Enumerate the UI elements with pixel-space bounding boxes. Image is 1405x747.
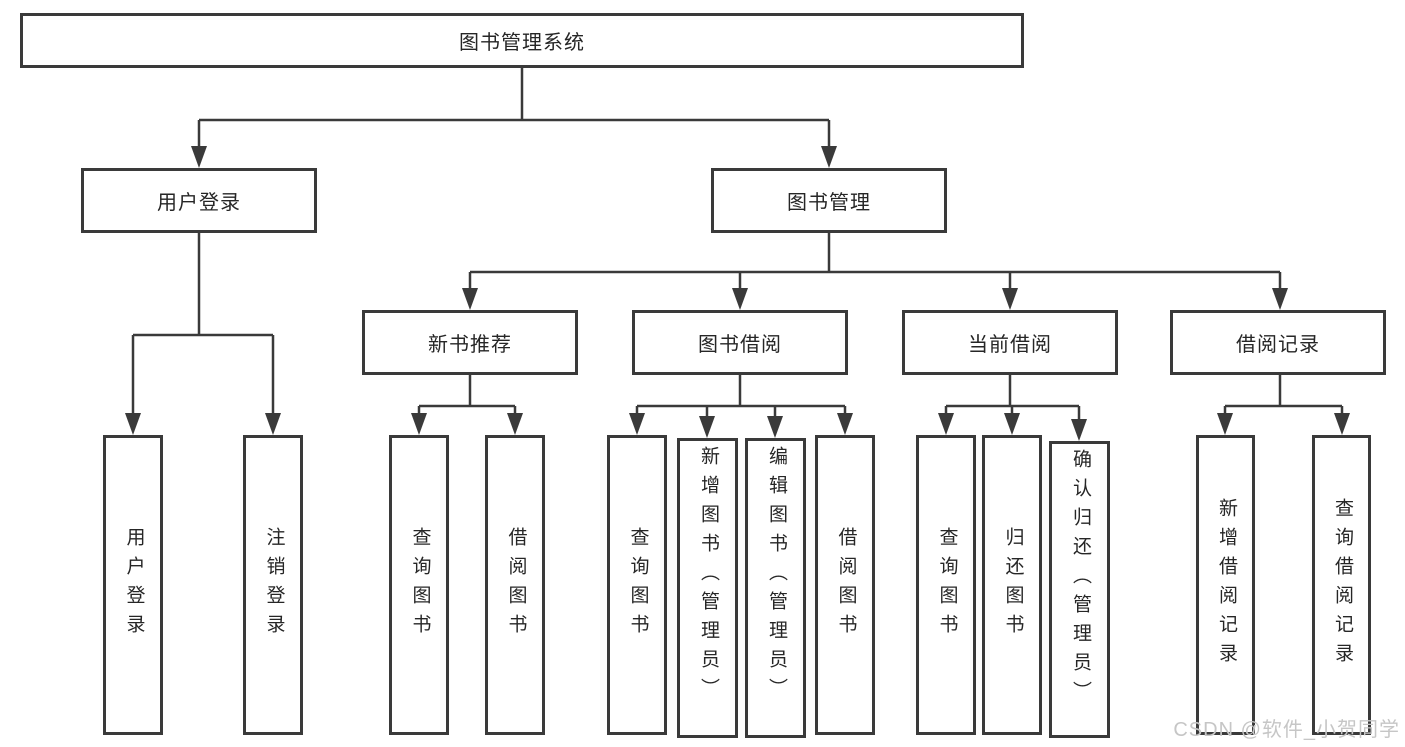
node-library-management-system: 图书管理系统 — [20, 13, 1024, 68]
leaf-borrow-books: 借阅图书 — [815, 435, 875, 735]
node-label: 借阅图书 — [835, 527, 857, 643]
leaf-return-books: 归还图书 — [982, 435, 1042, 735]
node-label: 查询借阅记录 — [1331, 498, 1353, 672]
node-user-login: 用户登录 — [81, 168, 317, 233]
leaf-query-books: 查询图书 — [389, 435, 449, 735]
leaf-add-books-admin: 新增图书（管理员） — [677, 438, 738, 738]
csdn-watermark: CSDN @软件_小贺同学 — [1173, 719, 1400, 741]
leaf-confirm-return-admin: 确认归还（管理员） — [1049, 441, 1110, 738]
leaf-query-borrow-record: 查询借阅记录 — [1312, 435, 1371, 735]
node-label: 新书推荐 — [428, 334, 512, 356]
node-new-book-recommendation: 新书推荐 — [362, 310, 578, 375]
node-label: 编辑图书（管理员） — [765, 446, 787, 707]
leaf-user-login: 用户登录 — [103, 435, 163, 735]
leaf-query-books: 查询图书 — [916, 435, 976, 735]
node-current-borrowing: 当前借阅 — [902, 310, 1118, 375]
node-label: 注销登录 — [263, 527, 285, 643]
leaf-query-books: 查询图书 — [607, 435, 667, 735]
leaf-logout: 注销登录 — [243, 435, 303, 735]
node-label: 借阅记录 — [1236, 334, 1320, 356]
node-label: 确认归还（管理员） — [1069, 449, 1091, 710]
leaf-add-borrow-record: 新增借阅记录 — [1196, 435, 1255, 735]
node-label: 查询图书 — [936, 527, 958, 643]
node-label: 用户登录 — [123, 527, 145, 643]
node-label: 图书借阅 — [698, 334, 782, 356]
node-label: 图书管理 — [787, 192, 871, 214]
node-book-management: 图书管理 — [711, 168, 947, 233]
node-label: 用户登录 — [157, 192, 241, 214]
leaf-borrow-books: 借阅图书 — [485, 435, 545, 735]
node-book-borrowing: 图书借阅 — [632, 310, 848, 375]
node-borrowing-records: 借阅记录 — [1170, 310, 1386, 375]
leaf-edit-books-admin: 编辑图书（管理员） — [745, 438, 806, 738]
node-label: 借阅图书 — [505, 527, 527, 643]
node-label: 归还图书 — [1002, 527, 1024, 643]
node-label: 查询图书 — [409, 527, 431, 643]
node-label: 新增借阅记录 — [1215, 498, 1237, 672]
node-label: 查询图书 — [627, 527, 649, 643]
node-label: 图书管理系统 — [459, 32, 585, 54]
node-label: 当前借阅 — [968, 334, 1052, 356]
node-label: 新增图书（管理员） — [697, 446, 719, 707]
